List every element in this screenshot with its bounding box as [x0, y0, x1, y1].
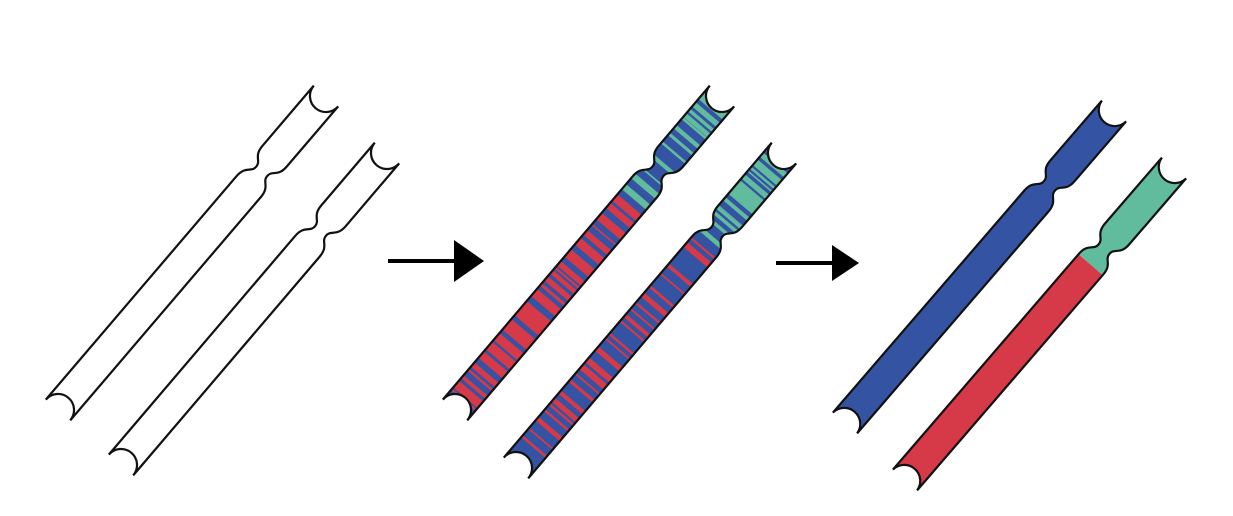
right-arrow-icon [388, 240, 484, 282]
chromosome-block [832, 100, 1127, 434]
chromosome-outline-1 [44, 84, 340, 422]
chromosome-outline [441, 84, 736, 422]
chromosome-outline-2 [107, 141, 401, 477]
chromosome-outline [502, 141, 798, 480]
chromosome-outline [832, 99, 1127, 435]
chromosome-solid-mixed [892, 156, 1187, 492]
chromosome-block [892, 243, 1115, 491]
chromosome-region [442, 178, 659, 421]
panel-outline [44, 84, 401, 477]
chromosome-outline [892, 156, 1187, 492]
panel-banded [441, 84, 798, 480]
right-arrow-icon [776, 245, 859, 281]
chromosome-body [44, 84, 340, 422]
chromosome-solid-blue [832, 99, 1127, 435]
panel-resolved [832, 99, 1187, 492]
chromosome-body [107, 141, 401, 477]
